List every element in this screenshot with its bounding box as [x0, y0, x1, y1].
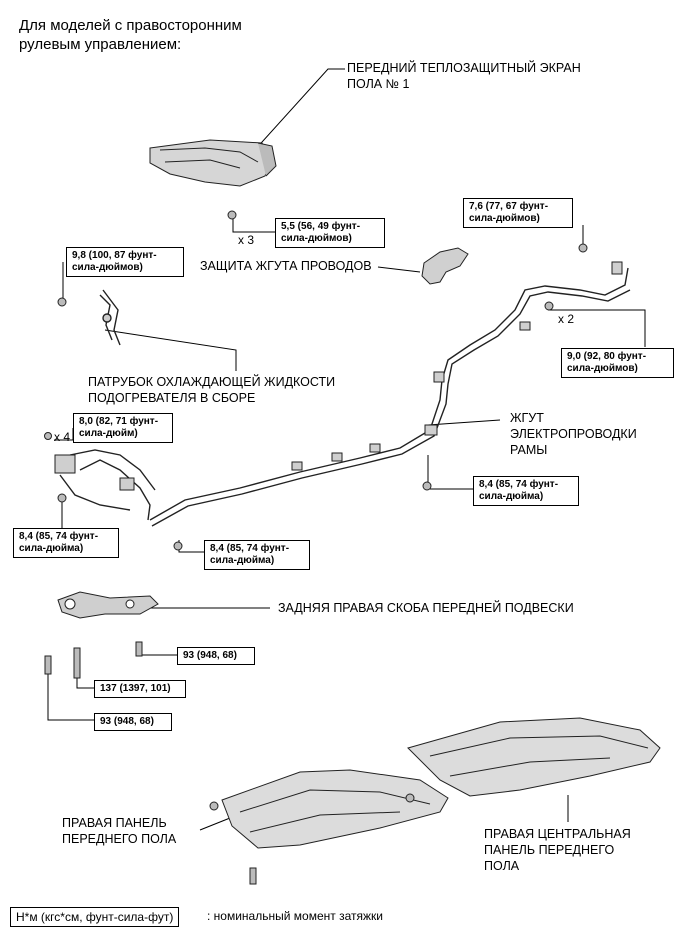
frame-harness-leader [427, 419, 501, 426]
torque-box-brace-93b: 93 (948, 68) [94, 713, 172, 731]
floor-panel-bolt [209, 793, 415, 885]
torque-box-center-low: 8,4 (85, 74 фунт- сила-дюйма) [204, 540, 310, 570]
center-low-nut-leader [178, 540, 204, 553]
shield-nut [227, 210, 237, 220]
torque-box-brace-137: 137 (1397, 101) [94, 680, 186, 698]
brace-93a-leader [138, 648, 177, 656]
center-floor-panel-part [407, 717, 661, 797]
torque-box-left-top: 9,8 (100, 87 фунт- сила-дюймов) [66, 247, 184, 277]
wire-protector-part [421, 247, 469, 285]
suspension-brace-part [57, 591, 159, 619]
harness-right-nut-leader [427, 455, 473, 490]
front-floor-panel-part [221, 769, 449, 849]
brace-93b-leader [47, 670, 94, 721]
multiplier-x3: x 3 [238, 233, 255, 247]
label-coolant-pipe: ПАТРУБОК ОХЛАЖДАЮЩЕЙ ЖИДКОСТИ ПОДОГРЕВАТ… [88, 375, 336, 405]
legend-units-box: Н*м (кгс*см, фунт-сила-фут) [10, 907, 180, 927]
torque-box-left-low: 8,4 (85, 74 фунт- сила-дюйма) [13, 528, 119, 558]
multiplier-x4: x 4 [54, 430, 71, 444]
brace-bolts [44, 641, 143, 679]
torque-box-right-mid: 9,0 (92, 80 фунт- сила-дюймов) [561, 348, 674, 378]
torque-box-left-x4: 8,0 (82, 71 фунт- сила-дюйм) [73, 413, 173, 443]
page-heading: Для моделей с правосторонним рулевым упр… [19, 17, 242, 53]
front-panel-leader [199, 817, 231, 831]
torque-box-top-right: 7,6 (77, 67 фунт- сила-дюймов) [463, 198, 573, 228]
brace-137-leader [76, 676, 94, 689]
label-wire-protector: ЗАЩИТА ЖГУТА ПРОВОДОВ [200, 259, 372, 273]
label-suspension-brace: ЗАДНЯЯ ПРАВАЯ СКОБА ПЕРЕДНЕЙ ПОДВЕСКИ [278, 601, 574, 615]
coolant-pipe-leader [104, 329, 237, 371]
heat-shield-leader [252, 68, 345, 153]
left-top-nut [57, 297, 67, 307]
harness-clips [54, 261, 623, 491]
shield-nut-leader [232, 218, 275, 233]
label-heat-shield: ПЕРЕДНИЙ ТЕПЛОЗАЩИТНЫЙ ЭКРАН ПОЛА № 1 [347, 61, 581, 91]
heat-shield-part [149, 139, 277, 187]
label-front-floor-panel: ПРАВАЯ ПАНЕЛЬ ПЕРЕДНЕГО ПОЛА [62, 816, 177, 846]
right-mid-leader [548, 309, 646, 347]
torque-box-shield: 5,5 (56, 49 фунт- сила-дюймов) [275, 218, 385, 248]
torque-box-brace-93a: 93 (948, 68) [177, 647, 255, 665]
multiplier-x2: x 2 [558, 312, 575, 326]
legend-description: : номинальный момент затяжки [207, 909, 383, 923]
label-frame-harness: ЖГУТ ЭЛЕКТРОПРОВОДКИ РАМЫ [510, 411, 637, 457]
torque-box-harness-right: 8,4 (85, 74 фунт- сила-дюйма) [473, 476, 579, 506]
label-center-floor-panel: ПРАВАЯ ЦЕНТРАЛЬНАЯ ПАНЕЛЬ ПЕРЕДНЕГО ПОЛА [484, 827, 631, 873]
harness-nuts [44, 243, 588, 551]
wire-protector-leader [377, 266, 421, 273]
coolant-pipe-part [99, 289, 121, 346]
frame-harness-part [59, 267, 631, 527]
